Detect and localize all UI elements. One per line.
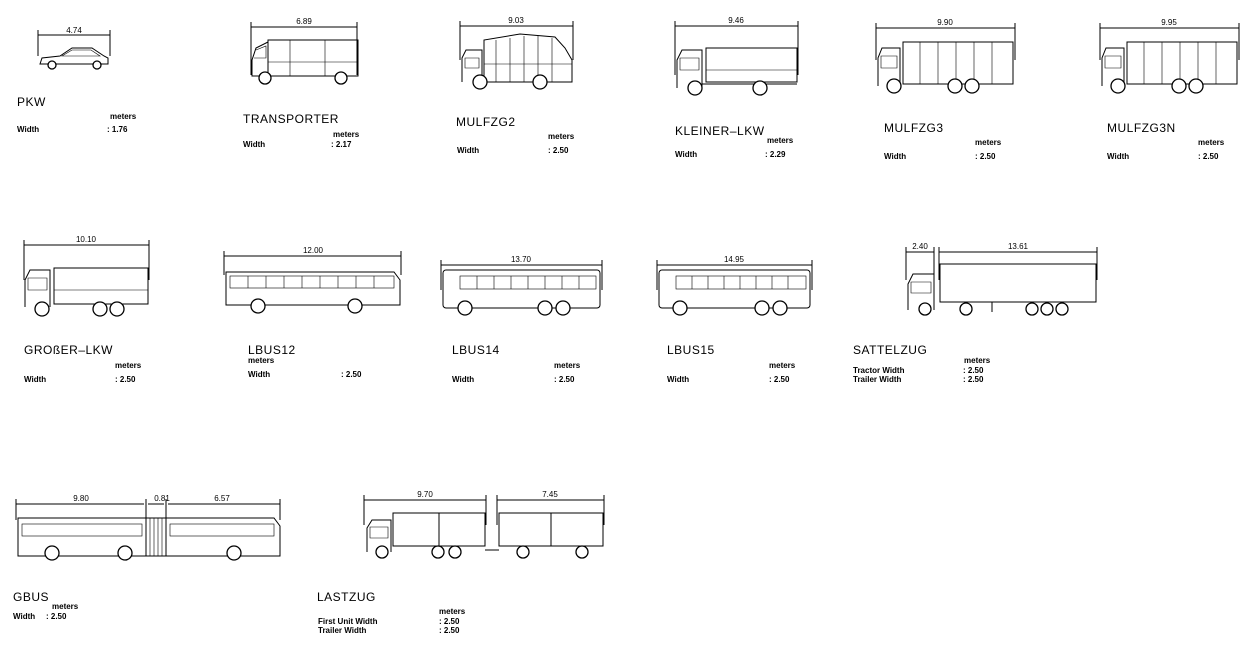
dimension-label: 10.10 bbox=[76, 235, 97, 244]
vehicle-name: PKW bbox=[17, 95, 46, 109]
units-label: meters bbox=[975, 138, 1002, 147]
width-label: Trailer Width bbox=[853, 375, 902, 384]
width-value: : 2.50 bbox=[963, 375, 984, 384]
vehicle-name: GBUS bbox=[13, 590, 50, 604]
width-label: First Unit Width bbox=[318, 617, 378, 626]
dimension-label: 13.61 bbox=[1008, 242, 1029, 251]
units-label: meters bbox=[1198, 138, 1225, 147]
lastzug-drawing: 9.70 7.45 bbox=[363, 490, 605, 559]
dimension-label: 9.70 bbox=[417, 490, 433, 499]
width-label: Width bbox=[1107, 152, 1130, 161]
units-label: meters bbox=[439, 607, 466, 616]
lbus12-drawing: 12.00 bbox=[223, 246, 402, 314]
dimension-label: 2.40 bbox=[912, 242, 928, 251]
vehicle-name: SATTELZUG bbox=[853, 343, 928, 357]
width-label: Width bbox=[243, 140, 266, 149]
width-value: : 2.50 bbox=[554, 375, 575, 384]
vehicle-card-lbus15: 14.95 LBUS15 meters Width : 2.50 bbox=[0, 0, 840, 400]
units-label: meters bbox=[548, 132, 575, 141]
width-value: : 2.50 bbox=[439, 617, 460, 626]
width-value: : 2.50 bbox=[963, 366, 984, 375]
width-value: : 2.50 bbox=[439, 626, 460, 635]
vehicle-name: MULFZG3 bbox=[884, 121, 944, 135]
width-label: Trailer Width bbox=[318, 626, 367, 635]
dimension-label: 9.80 bbox=[73, 494, 89, 503]
vehicle-name: MULFZG2 bbox=[456, 115, 516, 129]
mulfzg3-drawing: 9.90 bbox=[875, 18, 1016, 94]
width-value: : 2.50 bbox=[975, 152, 996, 161]
units-label: meters bbox=[964, 356, 991, 365]
grosser-lkw-drawing: 10.10 bbox=[23, 235, 150, 317]
vehicle-card-transporter: 6.89 TRANSPORTER meters Width : 2.17 bbox=[0, 0, 430, 160]
units-label: meters bbox=[333, 130, 360, 139]
dimension-label: 0.81 bbox=[154, 494, 170, 503]
vehicle-card-gbus: 9.80 0.81 6.57 GBUS meters Width : 2.50 bbox=[0, 0, 300, 650]
kleiner-lkw-drawing: 9.46 bbox=[674, 16, 799, 96]
width-label: Width bbox=[457, 146, 480, 155]
width-value: : 2.29 bbox=[765, 150, 786, 159]
vehicle-name: MULFZG3N bbox=[1107, 121, 1176, 135]
vehicle-name: KLEINER–LKW bbox=[675, 124, 765, 138]
vehicle-card-grosser-lkw: 10.10 GROßER–LKW meters Width : 2.50 bbox=[0, 0, 220, 400]
vehicle-card-mulfzg2: 9.03 MULFZG2 meters Width : 2.50 bbox=[0, 0, 640, 170]
vehicle-name: TRANSPORTER bbox=[243, 112, 339, 126]
units-label: meters bbox=[554, 361, 581, 370]
dimension-label: 9.90 bbox=[937, 18, 953, 27]
units-label: meters bbox=[115, 361, 142, 370]
vehicle-name: LBUS14 bbox=[452, 343, 500, 357]
vehicle-card-lastzug: 9.70 7.45 LASTZUG meters First Unit Widt… bbox=[317, 490, 605, 635]
dimension-label: 9.03 bbox=[508, 16, 524, 25]
width-value: : 2.17 bbox=[331, 140, 352, 149]
width-label: Tractor Width bbox=[853, 366, 905, 375]
lbus15-drawing: 14.95 bbox=[656, 255, 813, 316]
width-value: : 2.50 bbox=[115, 375, 136, 384]
vehicle-card-sattelzug: 2.40 13.61 SATTELZUG meters Tractor Widt… bbox=[853, 242, 1098, 384]
width-label: Width bbox=[675, 150, 698, 159]
dimension-label: 6.89 bbox=[296, 17, 312, 26]
width-value: : 2.50 bbox=[769, 375, 790, 384]
vehicle-name: GROßER–LKW bbox=[24, 343, 114, 357]
units-label: meters bbox=[767, 136, 794, 145]
units-label: meters bbox=[769, 361, 796, 370]
vehicle-card-lbus12: 12.00 LBUS12 meters Width : 2.50 bbox=[0, 0, 430, 400]
width-value: : 1.76 bbox=[107, 125, 128, 134]
width-label: Width bbox=[884, 152, 907, 161]
width-label: Width bbox=[667, 375, 690, 384]
dimension-label: 6.57 bbox=[214, 494, 230, 503]
dimension-label: 9.46 bbox=[728, 16, 744, 25]
width-value: : 2.50 bbox=[548, 146, 569, 155]
width-value: : 2.50 bbox=[341, 370, 362, 379]
vehicle-name: LASTZUG bbox=[317, 590, 376, 604]
units-label: meters bbox=[110, 112, 137, 121]
transporter-drawing: 6.89 bbox=[250, 17, 359, 85]
dimension-label: 12.00 bbox=[303, 246, 324, 255]
dimension-label: 14.95 bbox=[724, 255, 745, 264]
pkw-drawing: 4.74 bbox=[37, 26, 111, 70]
width-label: Width bbox=[24, 375, 47, 384]
dimension-label: 4.74 bbox=[66, 26, 82, 35]
lbus14-drawing: 13.70 bbox=[440, 255, 603, 316]
width-label: Width bbox=[13, 612, 36, 621]
units-label: meters bbox=[248, 356, 275, 365]
width-label: Width bbox=[248, 370, 271, 379]
vehicle-card-pkw: 4.74 PKW meters Width : 1.76 bbox=[0, 0, 220, 150]
dimension-label: 7.45 bbox=[542, 490, 558, 499]
units-label: meters bbox=[52, 602, 79, 611]
vehicle-card-mulfzg3n: 9.95 MULFZG3N meters Width : 2.50 bbox=[0, 0, 1260, 170]
width-value: : 2.50 bbox=[46, 612, 67, 621]
vehicle-name: LBUS15 bbox=[667, 343, 715, 357]
vehicle-card-lbus14: 13.70 LBUS14 meters Width : 2.50 bbox=[0, 0, 640, 400]
width-label: Width bbox=[452, 375, 475, 384]
vehicle-card-kleiner-lkw: 9.46 KLEINER–LKW meters Width : 2.29 bbox=[0, 0, 860, 170]
width-value: : 2.50 bbox=[1198, 152, 1219, 161]
vehicle-name: LBUS12 bbox=[248, 343, 296, 357]
dimension-label: 13.70 bbox=[511, 255, 532, 264]
width-label: Width bbox=[17, 125, 40, 134]
sattelzug-drawing: 2.40 13.61 bbox=[905, 242, 1098, 316]
mulfzg2-drawing: 9.03 bbox=[459, 16, 574, 90]
vehicle-card-mulfzg3: 9.90 MULFZG3 meters Width : 2.50 bbox=[0, 0, 1080, 170]
gbus-drawing: 9.80 0.81 6.57 bbox=[15, 494, 281, 561]
mulfzg3n-drawing: 9.95 bbox=[1099, 18, 1240, 94]
dimension-label: 9.95 bbox=[1161, 18, 1177, 27]
